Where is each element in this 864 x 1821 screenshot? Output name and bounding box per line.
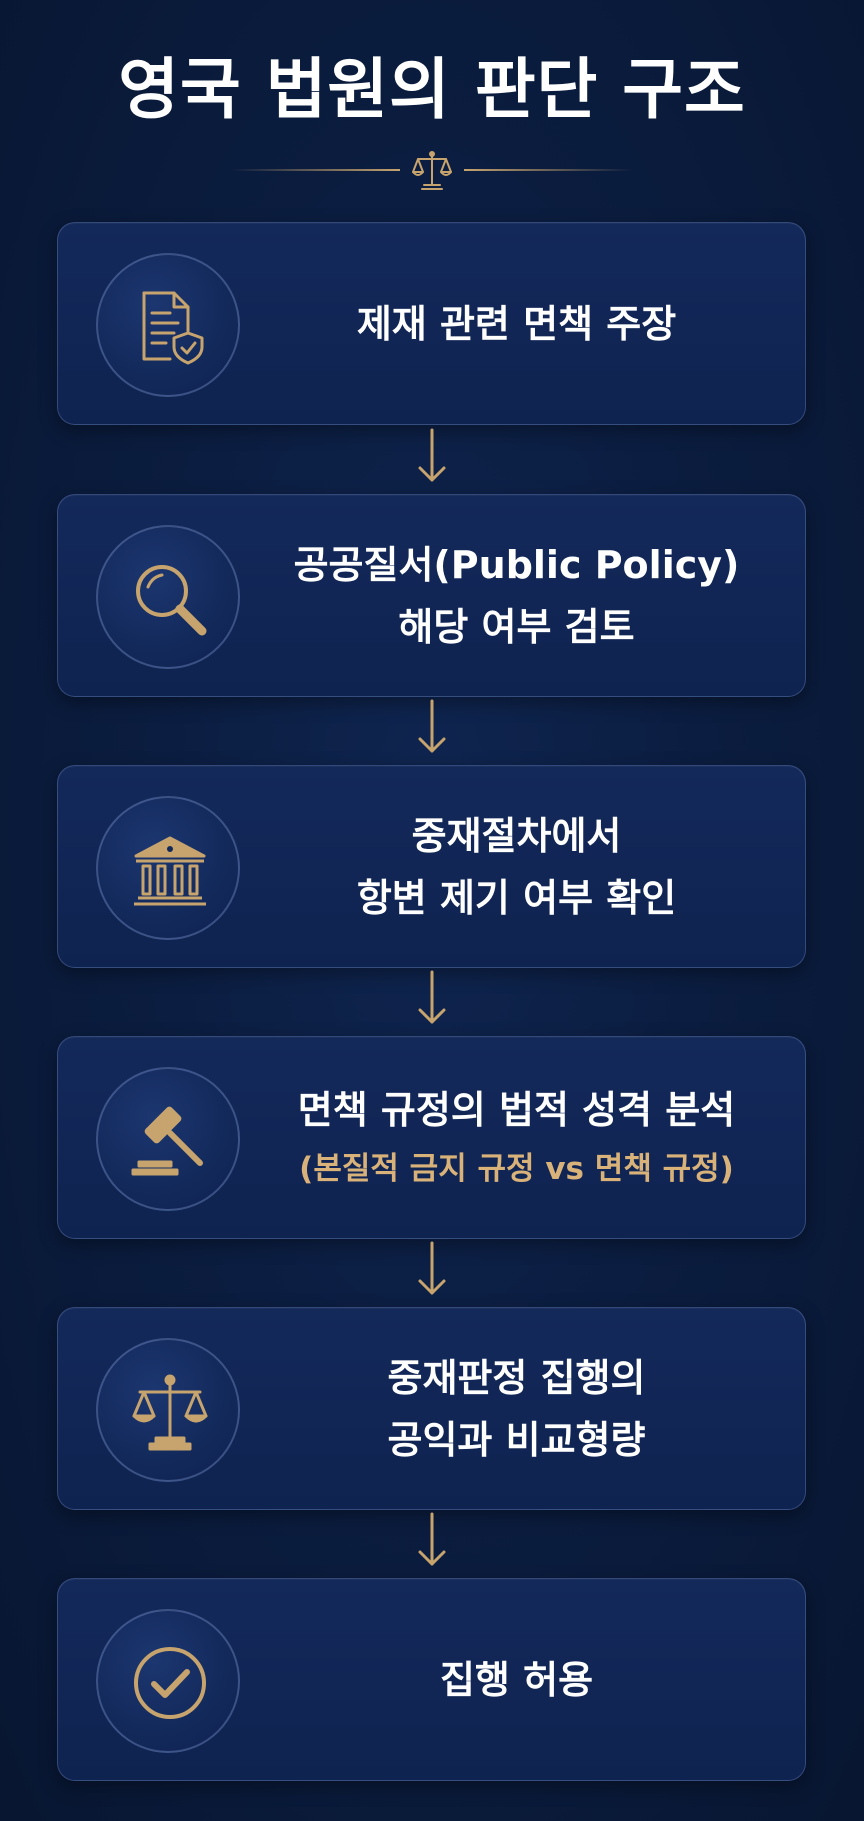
step-card-1: 제재 관련 면책 주장	[57, 222, 806, 425]
step-title-line2: 해당 여부 검토	[398, 604, 635, 649]
title-divider	[232, 148, 632, 190]
step-card-5: 중재판정 집행의 공익과 비교형량	[57, 1307, 806, 1510]
arrow-down-icon	[418, 428, 446, 482]
step-text: 제재 관련 면책 주장	[258, 223, 775, 424]
step-title-line1: 면책 규정의 법적 성격 분석	[297, 1087, 736, 1132]
step-text: 집행 허용	[258, 1579, 775, 1780]
step-icon-circle	[96, 1067, 240, 1211]
step-title-line1: 공공질서(Public Policy)	[293, 542, 740, 587]
gavel-icon	[131, 1106, 203, 1176]
courthouse-icon	[134, 836, 206, 906]
step-text: 공공질서(Public Policy) 해당 여부 검토	[258, 495, 775, 696]
step-title-line2: 항변 제기 여부 확인	[356, 875, 677, 920]
step-title-line1: 제재 관련 면책 주장	[356, 301, 677, 346]
step-text: 면책 규정의 법적 성격 분석 (본질적 금지 규정 vs 면책 규정)	[258, 1037, 775, 1238]
magnifier-icon	[136, 565, 207, 636]
step-card-3: 중재절차에서 항변 제기 여부 확인	[57, 765, 806, 968]
step-title-line1: 중재절차에서	[411, 813, 622, 858]
arrow-down-icon	[418, 1241, 446, 1295]
step-title-line1: 집행 허용	[439, 1657, 594, 1702]
step-title-line2: 공익과 비교형량	[387, 1417, 646, 1462]
step-icon-circle	[96, 525, 240, 669]
scales-icon	[412, 151, 452, 190]
step-card-6: 집행 허용	[57, 1578, 806, 1781]
arrow-down-icon	[418, 970, 446, 1024]
arrow-down-icon	[418, 1512, 446, 1566]
step-icon-circle	[96, 796, 240, 940]
scales-icon	[132, 1374, 208, 1451]
step-title-line1: 중재판정 집행의	[387, 1355, 646, 1400]
step-text: 중재절차에서 항변 제기 여부 확인	[258, 766, 775, 967]
step-card-2: 공공질서(Public Policy) 해당 여부 검토	[57, 494, 806, 697]
document-shield-icon	[142, 291, 204, 365]
step-card-4: 면책 규정의 법적 성격 분석 (본질적 금지 규정 vs 면책 규정)	[57, 1036, 806, 1239]
step-subtitle: (본질적 금지 규정 vs 면책 규정)	[299, 1150, 734, 1187]
checkmark-circle-icon	[134, 1647, 206, 1719]
step-text: 중재판정 집행의 공익과 비교형량	[258, 1308, 775, 1509]
divider-line-right	[464, 169, 632, 171]
step-icon-circle	[96, 253, 240, 397]
divider-line-left	[232, 169, 400, 171]
page-title: 영국 법원의 판단 구조	[118, 51, 746, 128]
step-icon-circle	[96, 1338, 240, 1482]
step-icon-circle	[96, 1609, 240, 1753]
arrow-down-icon	[418, 699, 446, 753]
